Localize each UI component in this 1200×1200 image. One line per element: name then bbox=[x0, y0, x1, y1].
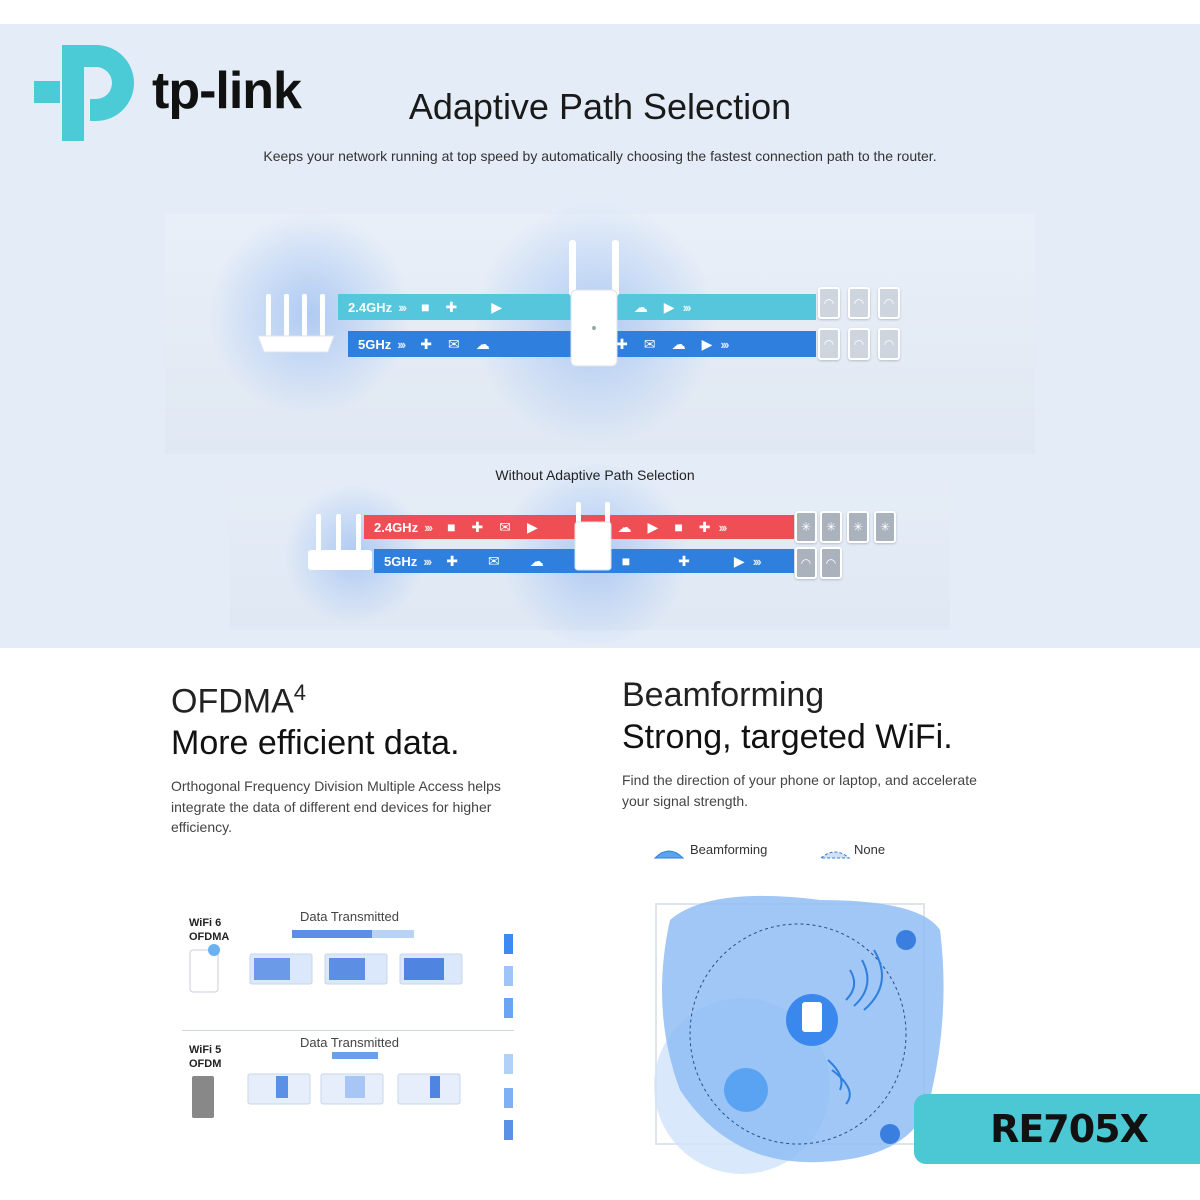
play-icon: ▶ bbox=[527, 518, 538, 535]
chevrons-icon: ››› bbox=[423, 553, 432, 569]
play-icon: ▶ bbox=[647, 518, 659, 535]
lane-24ghz-label: 2.4GHz bbox=[348, 299, 393, 315]
hero-title: Adaptive Path Selection bbox=[408, 86, 792, 127]
cloud-icon: ☁ bbox=[633, 298, 648, 315]
cloud-icon: ☁ bbox=[529, 552, 544, 569]
ofdma-description: Orthogonal Frequency Division Multiple A… bbox=[171, 778, 501, 835]
model-name: RE705X bbox=[990, 1107, 1149, 1151]
wifi-icon: ◠ bbox=[818, 328, 840, 360]
wifi5-caption: Data Transmitted bbox=[300, 1035, 399, 1050]
video-icon: ■ bbox=[621, 553, 631, 569]
lane-5ghz-label: 5GHz bbox=[358, 336, 392, 352]
wifi5-diagram bbox=[192, 1052, 513, 1140]
top-margin bbox=[0, 0, 1200, 24]
extender-icon-lower bbox=[574, 502, 612, 571]
tp-link-logo: tp-link bbox=[34, 33, 324, 143]
wifi6-caption: Data Transmitted bbox=[300, 909, 399, 924]
beamforming-legend-label: Beamforming bbox=[690, 842, 768, 857]
gamepad-icon: ✚ bbox=[616, 335, 628, 352]
beamforming-legend-icon bbox=[654, 850, 684, 859]
wifi6-label-line1: WiFi 6 bbox=[189, 917, 222, 929]
hero-subtitle: Keeps your network running at top speed … bbox=[263, 148, 937, 164]
gamepad-icon: ✚ bbox=[446, 552, 458, 569]
chevrons-icon: ››› bbox=[720, 336, 729, 352]
cloud-icon: ☁ bbox=[617, 518, 632, 535]
mail-icon: ✉ bbox=[643, 335, 656, 352]
beamforming-description: Find the direction of your phone or lapt… bbox=[622, 772, 977, 809]
wifi-icon: ◠ bbox=[878, 287, 900, 319]
divider bbox=[182, 1030, 514, 1031]
wifi-icon: ◠ bbox=[878, 328, 900, 360]
wifi5-label: WiFi 5 OFDM bbox=[189, 1043, 221, 1071]
gamepad-icon: ✚ bbox=[471, 518, 484, 535]
ofdma-title: OFDMA4 bbox=[171, 680, 306, 721]
beamforming-title: Beamforming bbox=[622, 676, 825, 714]
wifi6-label-line2: OFDMA bbox=[189, 931, 230, 943]
play-icon: ▶ bbox=[733, 552, 745, 569]
chevrons-icon: ››› bbox=[718, 519, 728, 535]
mail-icon: ✉ bbox=[499, 518, 512, 535]
router-icon bbox=[257, 294, 335, 353]
without-title: Without Adaptive Path Selection bbox=[495, 467, 695, 483]
video-icon: ■ bbox=[447, 519, 456, 535]
wifi-icon: ◠ bbox=[795, 547, 817, 579]
beamforming-map bbox=[654, 895, 944, 1174]
wifi6-label: WiFi 6 OFDMA bbox=[189, 916, 229, 944]
mail-icon: ✉ bbox=[447, 335, 460, 352]
ofdma-headline: More efficient data. bbox=[171, 724, 460, 762]
video-icon: ■ bbox=[421, 299, 430, 315]
router-icon-lower bbox=[308, 514, 372, 570]
cloud-icon: ☁ bbox=[475, 335, 490, 352]
ofdma-title-text: OFDMA bbox=[171, 682, 294, 721]
none-legend-label: None bbox=[854, 842, 886, 857]
wifi5-label-line1: WiFi 5 bbox=[189, 1044, 222, 1056]
mail-icon: ✉ bbox=[487, 552, 500, 569]
video-icon: ■ bbox=[674, 519, 683, 535]
chevrons-icon: ››› bbox=[398, 299, 407, 315]
loading-icon: ✳ bbox=[795, 511, 817, 543]
wifi-icon: ◠ bbox=[820, 547, 842, 579]
chevrons-icon: ››› bbox=[682, 299, 692, 315]
tp-link-logo-icon bbox=[34, 45, 134, 141]
model-badge: RE705X bbox=[914, 1094, 1200, 1164]
none-legend-icon bbox=[820, 851, 850, 859]
ofdma-footnote: 4 bbox=[293, 680, 307, 705]
gamepad-icon: ✚ bbox=[698, 518, 711, 535]
wifi-icon: ◠ bbox=[848, 287, 870, 319]
lane-24ghz-without-label: 2.4GHz bbox=[374, 519, 419, 535]
chevrons-icon: ››› bbox=[424, 519, 433, 535]
lane-5ghz-without-label: 5GHz bbox=[384, 553, 418, 569]
beamforming-headline: Strong, targeted WiFi. bbox=[622, 718, 953, 756]
gamepad-icon: ✚ bbox=[445, 298, 458, 315]
chevrons-icon: ››› bbox=[752, 553, 762, 569]
brand-name: tp-link bbox=[152, 62, 302, 120]
loading-icon: ✳ bbox=[820, 511, 842, 543]
gamepad-icon: ✚ bbox=[420, 335, 432, 352]
play-icon: ▶ bbox=[701, 335, 713, 352]
cloud-icon: ☁ bbox=[671, 335, 686, 352]
wifi-icon: ◠ bbox=[818, 287, 840, 319]
loading-icon: ✳ bbox=[847, 511, 869, 543]
chevrons-icon: ››› bbox=[397, 336, 406, 352]
extender-icon bbox=[569, 240, 619, 367]
wifi6-diagram bbox=[189, 930, 513, 1018]
play-icon: ▶ bbox=[491, 298, 503, 315]
gamepad-icon: ✚ bbox=[678, 552, 690, 569]
wifi-icon: ◠ bbox=[848, 328, 870, 360]
play-icon: ▶ bbox=[663, 298, 675, 315]
loading-icon: ✳ bbox=[874, 511, 896, 543]
wifi5-label-line2: OFDM bbox=[189, 1058, 222, 1070]
